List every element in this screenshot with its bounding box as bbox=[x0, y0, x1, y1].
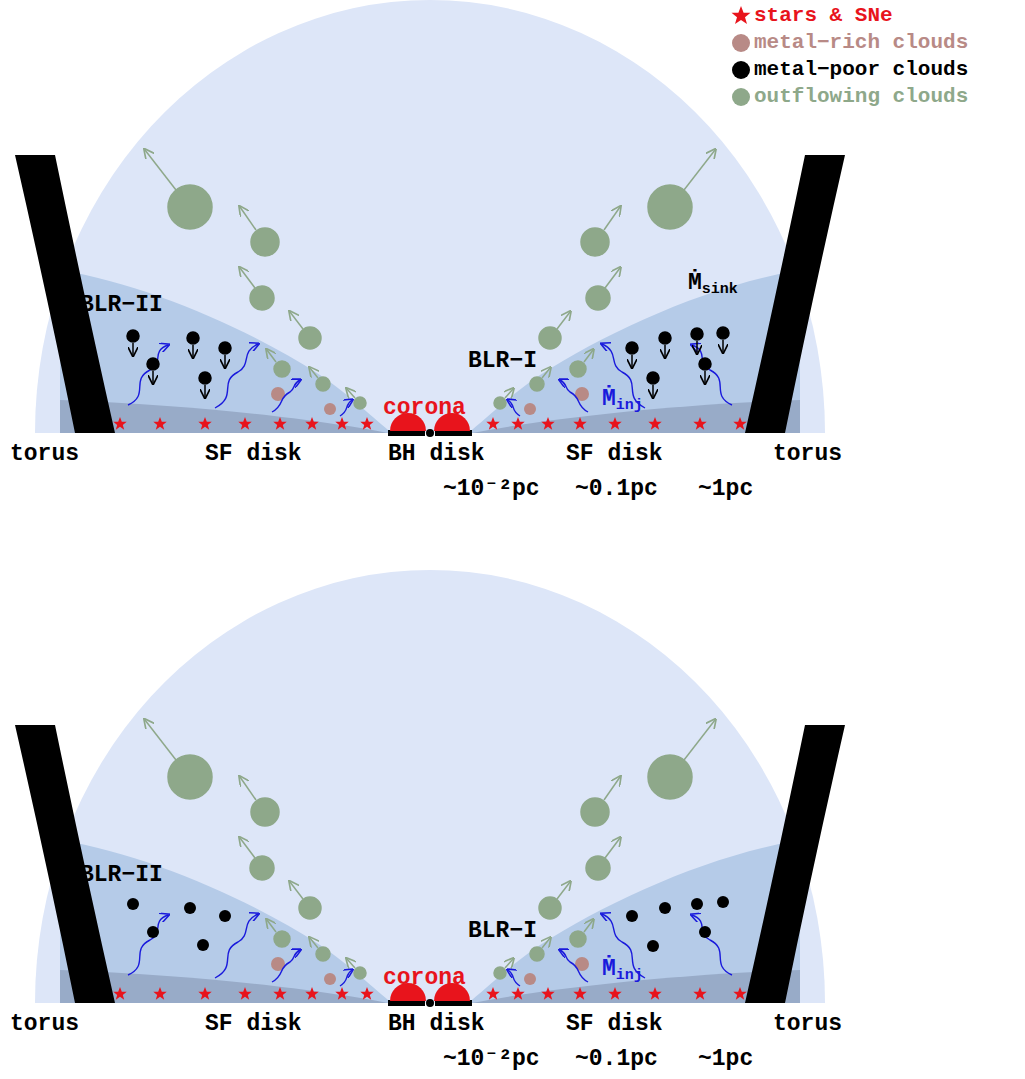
scale-label: ~0.1pc bbox=[575, 478, 658, 501]
legend-swatch bbox=[730, 5, 752, 27]
flow-label: Ṁsink bbox=[688, 272, 738, 297]
legend-item: outflowing clouds bbox=[730, 83, 968, 110]
legend-swatch bbox=[730, 32, 752, 54]
scale-label: ~1pc bbox=[698, 478, 753, 501]
region-label: BLR−II bbox=[80, 864, 163, 887]
legend-swatch bbox=[730, 86, 752, 108]
legend-swatch bbox=[730, 59, 752, 81]
scale-label: ~10⁻²pc bbox=[443, 1048, 540, 1071]
component-label: torus bbox=[10, 1013, 79, 1036]
scale-label: ~10⁻²pc bbox=[443, 478, 540, 501]
region-label: BLR−II bbox=[80, 294, 163, 317]
component-label: corona bbox=[383, 967, 466, 990]
component-label: torus bbox=[773, 443, 842, 466]
region-label: BLR−I bbox=[468, 920, 537, 943]
legend-text: metal−rich clouds bbox=[754, 31, 968, 54]
component-label: BH disk bbox=[388, 443, 485, 466]
region-label: BLR−I bbox=[468, 350, 537, 373]
scale-label: ~1pc bbox=[698, 1048, 753, 1071]
component-label: SF disk bbox=[205, 1013, 302, 1036]
legend: stars & SNe metal−rich clouds metal−poor c… bbox=[730, 2, 968, 110]
component-label: torus bbox=[10, 443, 79, 466]
component-label: SF disk bbox=[566, 1013, 663, 1036]
legend-item: metal−poor clouds bbox=[730, 56, 968, 83]
legend-text: metal−poor clouds bbox=[754, 58, 968, 81]
scale-label: ~0.1pc bbox=[575, 1048, 658, 1071]
component-label: SF disk bbox=[205, 443, 302, 466]
legend-text: outflowing clouds bbox=[754, 85, 968, 108]
component-label: SF disk bbox=[566, 443, 663, 466]
legend-text: stars & SNe bbox=[754, 4, 893, 27]
flow-label: Ṁinj bbox=[602, 958, 643, 983]
component-label: torus bbox=[773, 1013, 842, 1036]
legend-item: stars & SNe bbox=[730, 2, 968, 29]
component-label: BH disk bbox=[388, 1013, 485, 1036]
legend-item: metal−rich clouds bbox=[730, 29, 968, 56]
component-label: corona bbox=[383, 397, 466, 420]
flow-label: Ṁinj bbox=[602, 388, 643, 413]
